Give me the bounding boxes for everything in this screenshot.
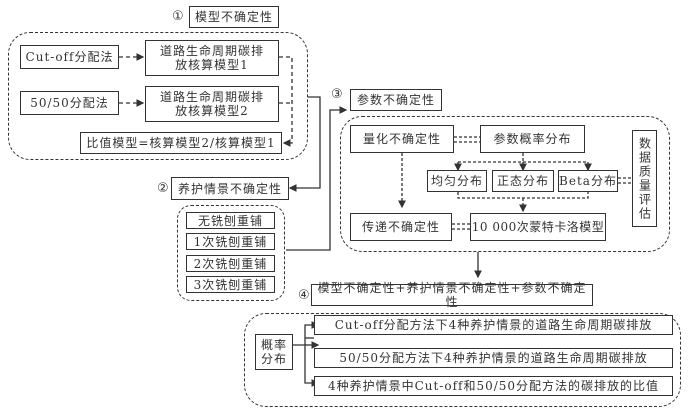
output-1: 50/50分配方法下4种养护情景的道路生命周期碳排放: [314, 348, 673, 368]
section1-marker: ①: [172, 9, 184, 24]
normal-dist-box: 正态分布: [492, 170, 554, 192]
quantify-box: 量化不确定性: [350, 125, 454, 153]
param-dist-box: 参数概率分布: [480, 125, 585, 153]
section3-marker: ③: [331, 87, 343, 102]
section1-group: [8, 32, 308, 160]
output-2: 4种养护情景中Cut-off和50/50分配方法的碳排放的比值: [314, 376, 673, 396]
output-0: Cut-off分配方法下4种养护情景的道路生命周期碳排放: [314, 315, 673, 335]
section2-group: [177, 205, 285, 301]
scenario-0: 无铣刨重铺: [186, 212, 275, 229]
section4-marker: ④: [298, 288, 310, 303]
section2-title: 养护情景不确定性: [171, 177, 289, 200]
fifty-method-box: 50/50分配法: [20, 91, 119, 115]
prob-dist-box: 概率分布: [255, 334, 293, 370]
uniform-dist-box: 均匀分布: [427, 170, 487, 192]
data-quality-box: 数据质量评估: [632, 130, 657, 227]
ratio-model-box: 比值模型=核算模型2/核算模型1: [80, 132, 282, 154]
scenario-3: 3次铣刨重铺: [186, 276, 275, 293]
scenario-1: 1次铣刨重铺: [186, 233, 275, 250]
model1-box: 道路生命周期碳排放核算模型1: [145, 40, 279, 76]
section1-title: 模型不确定性: [189, 6, 279, 28]
section4-title: 模型不确定性+养护情景不确定性+参数不确定性: [311, 281, 593, 309]
beta-dist-box: Beta分布: [558, 170, 618, 192]
scenario-2: 2次铣刨重铺: [186, 255, 275, 272]
monte-carlo-box: 10 000次蒙特卡洛模型: [470, 213, 606, 241]
section3-title: 参数不确定性: [350, 89, 442, 111]
section4-group: [244, 313, 681, 407]
propagate-box: 传递不确定性: [350, 213, 452, 241]
section3-group: [340, 116, 670, 252]
model2-box: 道路生命周期碳排放核算模型2: [145, 86, 279, 122]
cutoff-method-box: Cut-off分配法: [20, 45, 119, 69]
section2-marker: ②: [157, 181, 169, 196]
